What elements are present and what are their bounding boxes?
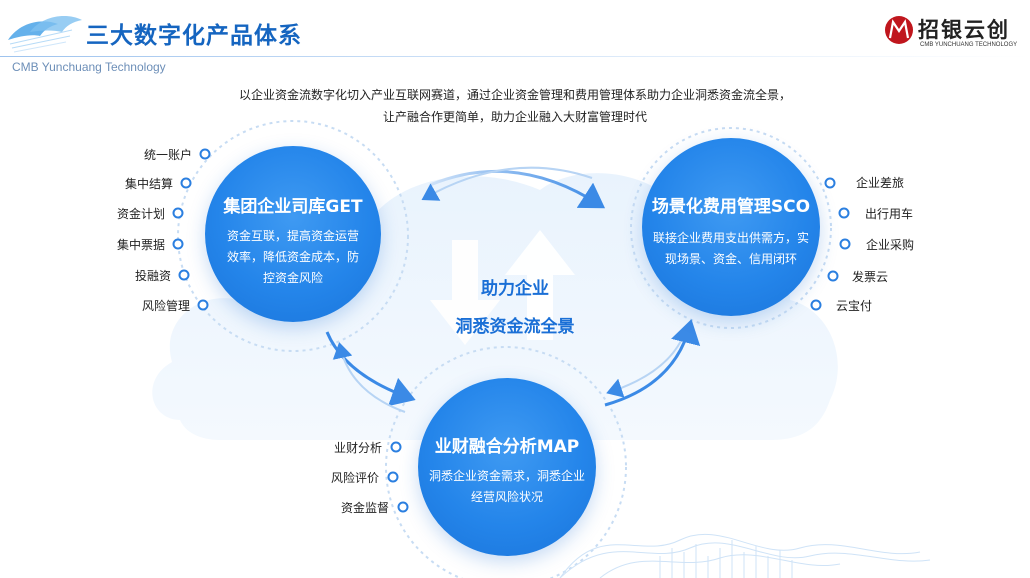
page-title: 三大数字化产品体系	[86, 23, 302, 49]
sco-item-label: 企业采购	[866, 238, 915, 252]
center-text-line-2: 洞悉资金流全景	[455, 317, 575, 337]
product-desc-line: 资金互联，提高资金运营	[226, 229, 359, 243]
center-text-line-1: 助力企业	[481, 279, 549, 299]
bottom-wave-decoration	[559, 533, 931, 578]
product-title-get: 集团企业司库GET	[223, 197, 363, 217]
product-desc-line: 经营风险状况	[470, 490, 543, 504]
dolphin-logo-icon	[8, 16, 82, 53]
product-desc-line: 效率，降低资金成本，防	[226, 250, 359, 264]
brand-name-en: CMB YUNCHUANG TECHNOLOGY	[920, 42, 1018, 48]
product-desc-line: 控资金风险	[262, 271, 323, 285]
map-item-label: 资金监督	[340, 501, 389, 515]
brand-name: 招银云创	[918, 17, 1010, 42]
sco-item-label: 发票云	[852, 270, 889, 284]
get-item-label: 投融资	[134, 269, 171, 283]
product-title-map: 业财融合分析MAP	[434, 437, 580, 457]
product-circle-get: 集团企业司库GET 资金互联，提高资金运营 效率，降低资金成本，防 控资金风险	[205, 146, 381, 322]
get-item-label: 集中结算	[124, 177, 173, 191]
map-ring-dots	[387, 441, 409, 513]
page-subtitle: CMB Yunchuang Technology	[12, 60, 166, 74]
get-item-label: 统一账户	[143, 148, 192, 162]
sco-item-label: 企业差旅	[856, 176, 905, 190]
intro-line-2: 让产融合作更简单，助力企业融入大财富管理时代	[382, 110, 647, 124]
product-desc-map: 洞悉企业资金需求，洞悉企业 经营风险状况	[422, 466, 592, 508]
product-desc-line: 联接企业费用支出供需方，实	[652, 231, 809, 245]
center-arrows-icon	[430, 230, 575, 345]
get-item-label: 集中票据	[116, 238, 165, 252]
product-desc-sco: 联接企业费用支出供需方，实 现场景、资金、信用闭环	[646, 228, 816, 270]
header-divider	[0, 56, 1030, 57]
product-title-sco: 场景化费用管理SCO	[651, 197, 811, 217]
sco-item-label: 云宝付	[836, 299, 873, 313]
sco-ring-dots	[810, 177, 851, 311]
map-item-label: 业财分析	[333, 441, 382, 455]
get-item-label: 风险管理	[141, 299, 190, 313]
product-circle-map: 业财融合分析MAP 洞悉企业资金需求，洞悉企业 经营风险状况	[418, 378, 596, 556]
product-desc-line: 洞悉企业资金需求，洞悉企业	[428, 469, 585, 483]
intro-line-1: 以企业资金流数字化切入产业互联网赛道，通过企业资金管理和费用管理体系助力企业洞悉…	[238, 88, 791, 102]
product-desc-get: 资金互联，提高资金运营 效率，降低资金成本，防 控资金风险	[217, 226, 369, 289]
get-ring-dots	[172, 148, 211, 311]
product-circle-sco: 场景化费用管理SCO 联接企业费用支出供需方，实 现场景、资金、信用闭环	[642, 138, 820, 316]
product-desc-line: 现场景、资金、信用闭环	[664, 252, 797, 266]
map-item-label: 风险评价	[330, 471, 379, 485]
sco-item-label: 出行用车	[865, 207, 914, 221]
get-item-label: 资金计划	[116, 207, 165, 221]
cmb-logo-icon	[885, 16, 913, 44]
